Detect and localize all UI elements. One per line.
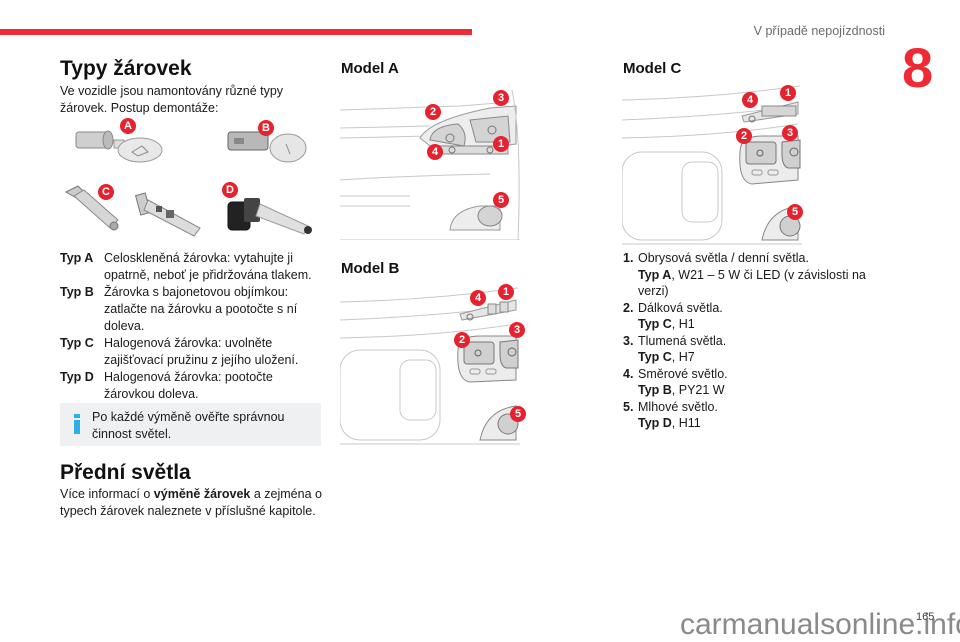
lamp-spec: , H11 (671, 416, 701, 430)
lamp-number: 5. (623, 399, 634, 414)
text-run: Více informací o (60, 487, 154, 501)
lamp-type: Typ A (638, 267, 672, 282)
lamp-type: Typ D (638, 416, 672, 430)
model-c-title: Model C (623, 60, 682, 77)
bulb-type-key: Typ A (60, 251, 94, 265)
bulb-type-list: Typ A Celoskleněná žárovka: vytahujte ji… (60, 250, 322, 403)
bold-text-run: výměně žárovek (153, 487, 251, 501)
watermark-link[interactable]: carmanualsonline.info (680, 608, 960, 641)
chapter-number: 8 (902, 36, 934, 99)
header-accent-bar (0, 29, 472, 35)
lamp-name: Směrové světlo. (638, 366, 728, 381)
model-a-title: Model A (341, 60, 399, 77)
callout-2: 2 (425, 104, 441, 120)
callout-3: 3 (782, 125, 798, 141)
lamp-name: Tlumená světla. (638, 333, 727, 348)
lamp-type: Typ C (638, 317, 672, 331)
info-icon (74, 414, 80, 434)
intro-text: Ve vozidle jsou namontovány různé typy ž… (60, 84, 284, 115)
lamp-item: 5. Mlhové světlo. Typ D, H11 (623, 399, 883, 432)
page-number: 165 (916, 611, 935, 623)
bulb-type-desc: Celoskleněná žárovka: vytahujte ji opatr… (104, 251, 312, 282)
callout-1: 1 (498, 284, 514, 300)
info-note-text: Po každé výměně ověřte správnou činnost … (92, 410, 285, 441)
bulb-label-b: B (258, 120, 274, 136)
front-lights-text: Více informací o výměně žárovek a zejmén… (60, 486, 322, 520)
model-b-illustration: 4 1 2 3 5 (339, 280, 526, 445)
bulb-type-item: Typ B Žárovka s bajonetovou objímkou: za… (60, 284, 322, 335)
callout-1: 1 (780, 85, 796, 101)
callout-3: 3 (493, 90, 509, 106)
bulb-type-item: Typ D Halogenová žárovka: pootočte žárov… (60, 369, 322, 403)
bulb-type-key: Typ B (60, 285, 94, 299)
lamp-item: 2. Dálková světla. Typ C, H1 (623, 300, 883, 333)
bulb-type-key: Typ D (60, 370, 94, 384)
bulb-type-item: Typ A Celoskleněná žárovka: vytahujte ji… (60, 250, 322, 284)
lamp-type: Typ B (638, 383, 672, 397)
model-a-illustration: 2 3 4 1 5 (339, 80, 520, 241)
lamp-number: 3. (623, 333, 634, 348)
callout-2: 2 (736, 128, 752, 144)
lamp-name: Obrysová světla / denní světla. (638, 251, 809, 265)
callout-5: 5 (787, 204, 803, 220)
callout-4: 4 (470, 290, 486, 306)
callout-5: 5 (510, 406, 526, 422)
section-title-front-lights: Přední světla (60, 461, 191, 484)
lamp-item: 4. Směrové světlo. Typ B, PY21 W (623, 366, 883, 399)
lamp-item: 3. Tlumená světla. Typ C, H7 (623, 333, 883, 366)
bulb-label-c: C (98, 184, 114, 200)
bulb-type-desc: Halogenová žárovka: pootočte žárovkou do… (104, 370, 273, 401)
lamp-spec: , H1 (671, 317, 695, 331)
running-head: V případě nepojízdnosti (753, 24, 885, 38)
lamp-number: 4. (623, 366, 634, 381)
callout-5: 5 (493, 192, 509, 208)
bulb-a-illustration (68, 118, 178, 173)
callout-3: 3 (509, 322, 525, 338)
model-b-title: Model B (341, 260, 400, 277)
lamp-number: 1. (623, 251, 634, 265)
lamp-spec: , H7 (671, 350, 695, 364)
lamp-number: 2. (623, 300, 634, 315)
bulb-label-d: D (222, 182, 238, 198)
lamp-type: Typ C (638, 350, 672, 364)
callout-4: 4 (427, 144, 443, 160)
bulb-b-illustration (220, 118, 320, 173)
info-note: Po každé výměně ověřte správnou činnost … (60, 403, 321, 446)
lamp-spec: , PY21 W (671, 383, 725, 397)
callout-4: 4 (742, 92, 758, 108)
bulb-type-desc: Žárovka s bajonetovou objímkou: zatlačte… (104, 285, 298, 333)
callout-1: 1 (493, 136, 509, 152)
lamp-spec: , W21 – 5 W či LED (v závislosti na verz… (638, 267, 866, 299)
lamp-list: 1. Obrysová světla / denní světla. Typ A,… (623, 250, 883, 432)
bulb-type-item: Typ C Halogenová žárovka: uvolněte zajiš… (60, 335, 322, 369)
section-title-bulb-types: Typy žárovek (60, 57, 192, 80)
lamp-name: Dálková světla. (638, 300, 723, 315)
text-run: a zejména o typech žárovek naleznete v p… (60, 487, 322, 518)
lamp-name: Mlhové světlo. (638, 399, 718, 414)
bulb-type-key: Typ C (60, 336, 94, 350)
bulb-label-a: A (120, 118, 136, 134)
callout-2: 2 (454, 332, 470, 348)
lamp-item: 1. Obrysová světla / denní světla. Typ A,… (623, 250, 883, 300)
bulb-type-desc: Halogenová žárovka: uvolněte zajišťovací… (104, 336, 299, 367)
bulb-d-illustration (220, 182, 320, 242)
model-c-illustration: 4 1 2 3 5 (621, 80, 803, 245)
bulb-c-illustration (60, 180, 210, 242)
